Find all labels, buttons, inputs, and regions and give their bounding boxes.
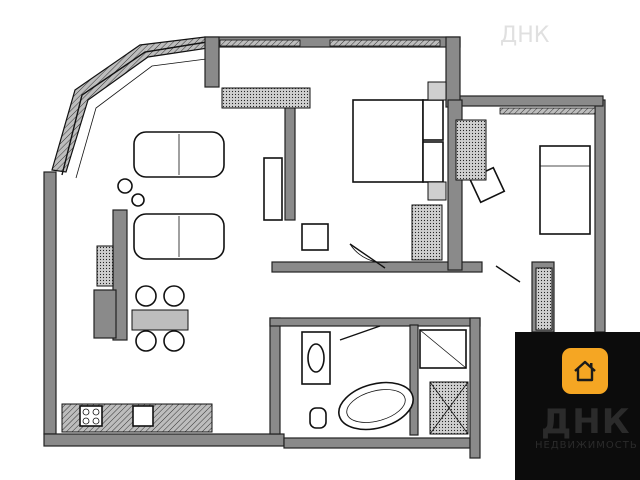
- window-right: [499, 107, 596, 115]
- watermark-text: ДНК: [500, 23, 550, 48]
- wall-wc-divider: [409, 324, 419, 436]
- wall-bottom-left: [43, 433, 285, 447]
- bed-pillow-2: [422, 141, 444, 183]
- door-bedroom2: [495, 265, 521, 283]
- wardrobe-2: [455, 119, 487, 181]
- wall-bath-left: [269, 317, 281, 435]
- door-bedroom1: [349, 243, 386, 269]
- door-bathroom: [339, 325, 381, 341]
- window-top-1: [219, 39, 301, 47]
- single-bed: [539, 145, 591, 235]
- dining-chair-1: [135, 285, 157, 307]
- wall-hall-divider: [284, 99, 296, 221]
- wall-right-top: [457, 95, 604, 107]
- bath-basin: [307, 343, 325, 373]
- bay-glazing: [61, 41, 208, 176]
- wall-bath-top: [269, 317, 481, 327]
- wc-toilet: [309, 407, 327, 429]
- wall-bath-right: [469, 317, 481, 459]
- entry-closet: [535, 267, 553, 331]
- brand-tagline: НЕДВИЖИМОСТЬ: [535, 440, 638, 451]
- wall-storage: [93, 289, 117, 339]
- hall-storage: [221, 87, 311, 109]
- dining-table: [131, 309, 189, 331]
- side-table-1: [117, 178, 133, 194]
- side-table-2: [131, 193, 145, 207]
- dining-chair-3: [135, 330, 157, 352]
- kitchen-hob: [79, 405, 103, 427]
- storage-left: [96, 245, 114, 287]
- brand-badge[interactable]: [562, 348, 608, 394]
- bath-vanity: [301, 331, 331, 385]
- bed-pillow-1: [422, 99, 444, 141]
- dining-chair-2: [163, 285, 185, 307]
- double-bed: [352, 99, 424, 183]
- brand-name: ДНК: [541, 402, 631, 442]
- home-icon: [574, 360, 596, 382]
- window-top-2: [329, 39, 441, 47]
- dining-chair-4: [163, 330, 185, 352]
- wall-right-upper: [594, 99, 606, 333]
- armchair-hall: [301, 223, 329, 251]
- nightstand-1: [427, 81, 447, 101]
- bathtub: [338, 381, 414, 431]
- wall-left: [43, 171, 57, 435]
- nightstand-2: [427, 181, 447, 201]
- wall-bedroom1-right: [445, 36, 461, 108]
- kitchen-sink: [132, 405, 154, 427]
- tv-stand: [263, 157, 283, 221]
- wall-hall-top: [204, 36, 220, 88]
- wardrobe-1: [411, 204, 443, 261]
- bay-glazing-inner: [75, 57, 215, 179]
- wall-bottom-right: [283, 437, 471, 449]
- brand-panel: ДНК НЕДВИЖИМОСТЬ: [515, 332, 640, 480]
